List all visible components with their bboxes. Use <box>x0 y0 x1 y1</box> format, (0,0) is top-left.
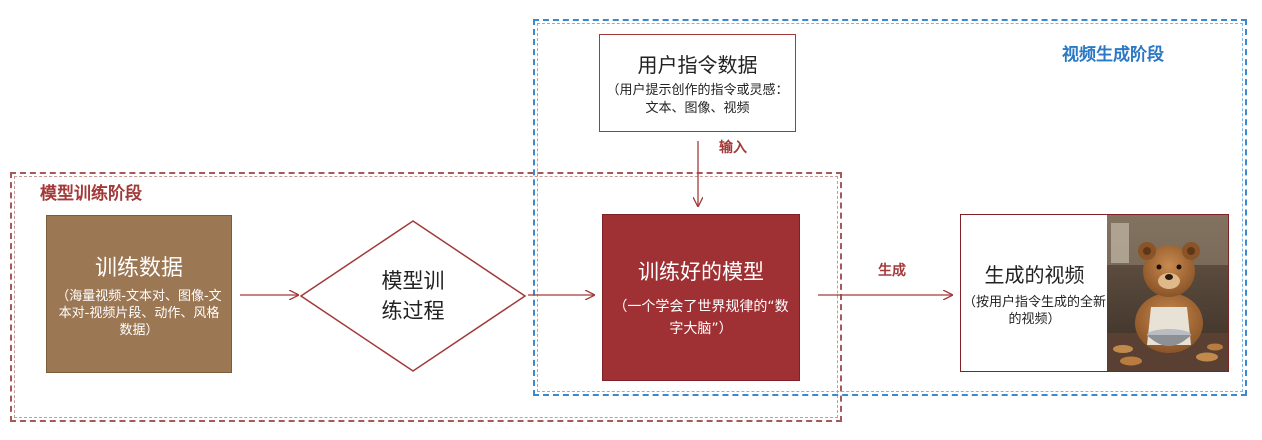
training-stage-frame-inner <box>14 176 838 418</box>
training-process-line2: 练过程 <box>381 299 445 323</box>
generated-video-text: 生成的视频 （按用户指令生成的全新的视频） <box>962 216 1107 370</box>
bear-baking-image <box>1107 215 1228 371</box>
training-process-diamond <box>300 220 526 372</box>
training-data-title: 训练数据 <box>94 255 183 281</box>
training-data-node: 训练数据 （海量视频-文本对、图像-文本对-视频片段、动作、风格数据） <box>46 215 232 373</box>
generation-stage-frame <box>533 19 1247 396</box>
trained-model-node: 训练好的模型 （一个学会了世界规律的“数字大脑”） <box>602 214 800 381</box>
input-edge-label: 输入 <box>719 140 747 156</box>
user-instruction-node: 用户指令数据 （用户提示创作的指令或灵感：文本、图像、视频 <box>599 34 796 132</box>
user-instruction-title: 用户指令数据 <box>637 52 758 77</box>
generate-edge-label: 生成 <box>878 263 906 279</box>
training-stage-label: 模型训练阶段 <box>40 184 142 204</box>
trained-model-title: 训练好的模型 <box>638 259 764 284</box>
generated-video-desc: （按用户指令生成的全新的视频） <box>962 294 1106 327</box>
training-stage-frame <box>10 172 842 422</box>
trained-model-desc: （一个学会了世界规律的“数字大脑”） <box>613 298 789 337</box>
generated-video-title: 生成的视频 <box>984 262 1085 287</box>
user-instruction-desc: （用户提示创作的指令或灵感：文本、图像、视频 <box>606 82 789 116</box>
training-process-node: 模型训 练过程 <box>300 220 526 372</box>
generation-stage-frame-inner <box>537 23 1243 392</box>
training-process-line1: 模型训 <box>381 269 445 293</box>
generation-stage-label: 视频生成阶段 <box>1062 45 1164 65</box>
training-data-desc: （海量视频-文本对、图像-文本对-视频片段、动作、风格数据） <box>56 288 222 338</box>
